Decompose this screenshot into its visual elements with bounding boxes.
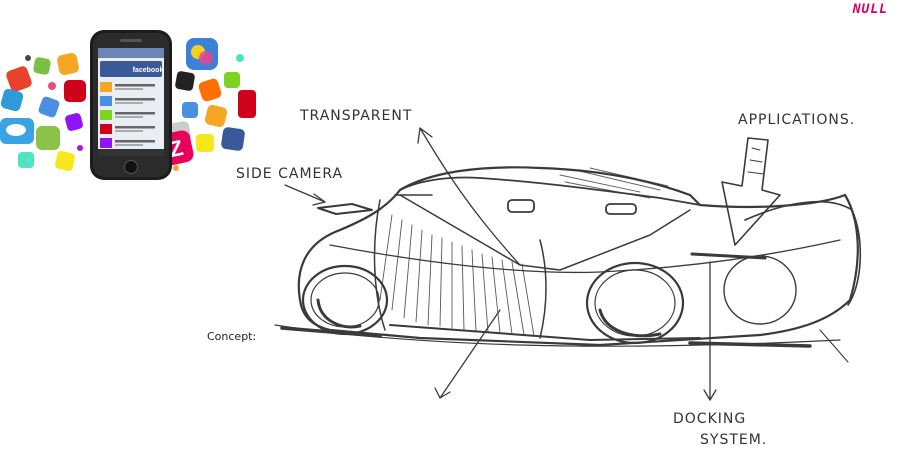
app-icon [238, 90, 256, 118]
docked-wheel [723, 255, 797, 325]
arrow-applications [721, 137, 781, 246]
annotation-docking-line1: DOCKING [673, 411, 746, 427]
app-icon [18, 152, 34, 168]
front-wheel [301, 264, 389, 336]
ground-shadow [280, 326, 382, 338]
app-icon-circles [199, 51, 213, 65]
app-icon [221, 127, 245, 151]
brand-logo: NULL [852, 2, 888, 17]
smartphone: facebook [90, 30, 172, 180]
lower-sill [389, 324, 701, 341]
app-icons-cluster: Z [0, 38, 256, 171]
app-dot [25, 55, 31, 61]
side-panel-hatching [379, 214, 535, 337]
beltline [329, 239, 841, 274]
concept-label: Concept: [207, 330, 257, 343]
app-icon [55, 151, 75, 171]
arrow-transparent [417, 127, 521, 266]
app-icon [38, 96, 60, 118]
annotation-side-camera: SIDE CAMERA [236, 166, 343, 182]
app-icon [64, 80, 86, 102]
window-line [399, 194, 691, 271]
screen-header [98, 48, 164, 58]
app-dot [77, 145, 83, 151]
door-line [539, 239, 547, 339]
annotation-applications: APPLICATIONS. [738, 112, 855, 128]
app-icon [57, 53, 79, 75]
app-list [100, 82, 155, 148]
side-camera [317, 203, 373, 215]
app-icon [224, 72, 240, 88]
screen-tabbar [98, 149, 164, 156]
arrow-docking [703, 261, 717, 401]
annotation-docking-line2: SYSTEM. [700, 432, 767, 448]
app-icon [196, 134, 214, 152]
roof-line [399, 176, 701, 206]
rear-bumper [744, 200, 862, 306]
arrow-side-camera [284, 184, 326, 206]
app-icon [0, 88, 24, 112]
ground-line [819, 329, 849, 363]
facebook-banner-text: facebook [133, 67, 164, 74]
cloud-icon [6, 124, 26, 136]
roof-pod [605, 203, 637, 215]
app-icon [204, 104, 228, 128]
app-icon [175, 71, 195, 91]
app-icon [198, 78, 222, 102]
app-dot [236, 54, 244, 62]
smartphone-apps-collage: Z facebook [0, 30, 256, 180]
rear-wheel [585, 261, 685, 345]
arrow-down-left [434, 309, 501, 399]
app-icon [36, 126, 60, 150]
roof-hatching [559, 167, 669, 199]
home-button [124, 160, 138, 174]
app-dot [48, 82, 56, 90]
roof-camera [507, 199, 535, 213]
app-icon [65, 113, 83, 131]
docking-slot [690, 252, 767, 260]
phone-speaker [120, 39, 142, 42]
app-dot [173, 165, 179, 171]
facebook-banner [100, 61, 162, 77]
app-icon [182, 102, 198, 118]
annotation-transparent: TRANSPARENT [299, 108, 412, 124]
app-icon [6, 66, 32, 92]
app-icon [33, 57, 51, 75]
